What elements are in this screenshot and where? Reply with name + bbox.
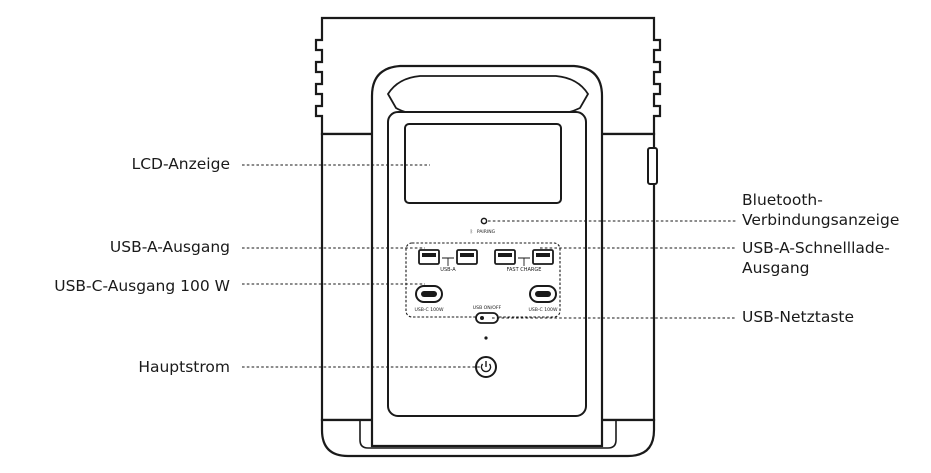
label-usb-a-fast-line1: USB-A-Schnelllade- [742, 239, 890, 257]
usb-a-text: USB-A [440, 267, 456, 273]
leader-lines [242, 164, 736, 368]
usb-power-button [475, 312, 499, 324]
usb-c-ports [415, 285, 557, 303]
label-main-power: Hauptstrom [138, 358, 230, 376]
power-icon [480, 361, 492, 373]
label-bluetooth-indicator: Bluetooth- Verbindungsanzeige [742, 190, 899, 230]
usb-c-right-text: USB-C 100W [528, 307, 558, 313]
label-usb-a-fast-line2: Ausgang [742, 259, 810, 277]
side-port-cover [647, 147, 658, 185]
bluetooth-symbol-icon: ᛒ [470, 229, 473, 235]
label-usb-power-button: USB-Netztaste [742, 308, 855, 326]
base-inner [359, 420, 617, 449]
label-bluetooth-line2: Verbindungsanzeige [742, 211, 900, 229]
pairing-text: PAIRING [477, 229, 496, 235]
power-indicator-dot [484, 336, 488, 340]
fast-charge-text: FAST CHARGE [507, 267, 542, 273]
usb-on-off-text: USB ON/OFF [473, 305, 502, 311]
panel-top-recess [386, 75, 590, 115]
label-lcd-display: LCD-Anzeige [131, 155, 230, 173]
label-usb-a-fast-output: USB-A-Schnelllade- Ausgang [742, 238, 890, 278]
usb-a-ports [418, 249, 554, 265]
lcd-screen [404, 123, 562, 204]
bluetooth-led [480, 217, 488, 225]
usb-c-left-text: USB-C 100W [414, 307, 444, 313]
label-usb-a-output: USB-A-Ausgang [109, 238, 230, 256]
label-usb-c-output: USB-C-Ausgang 100 W [54, 277, 230, 295]
label-bluetooth-line1: Bluetooth- [742, 191, 823, 209]
